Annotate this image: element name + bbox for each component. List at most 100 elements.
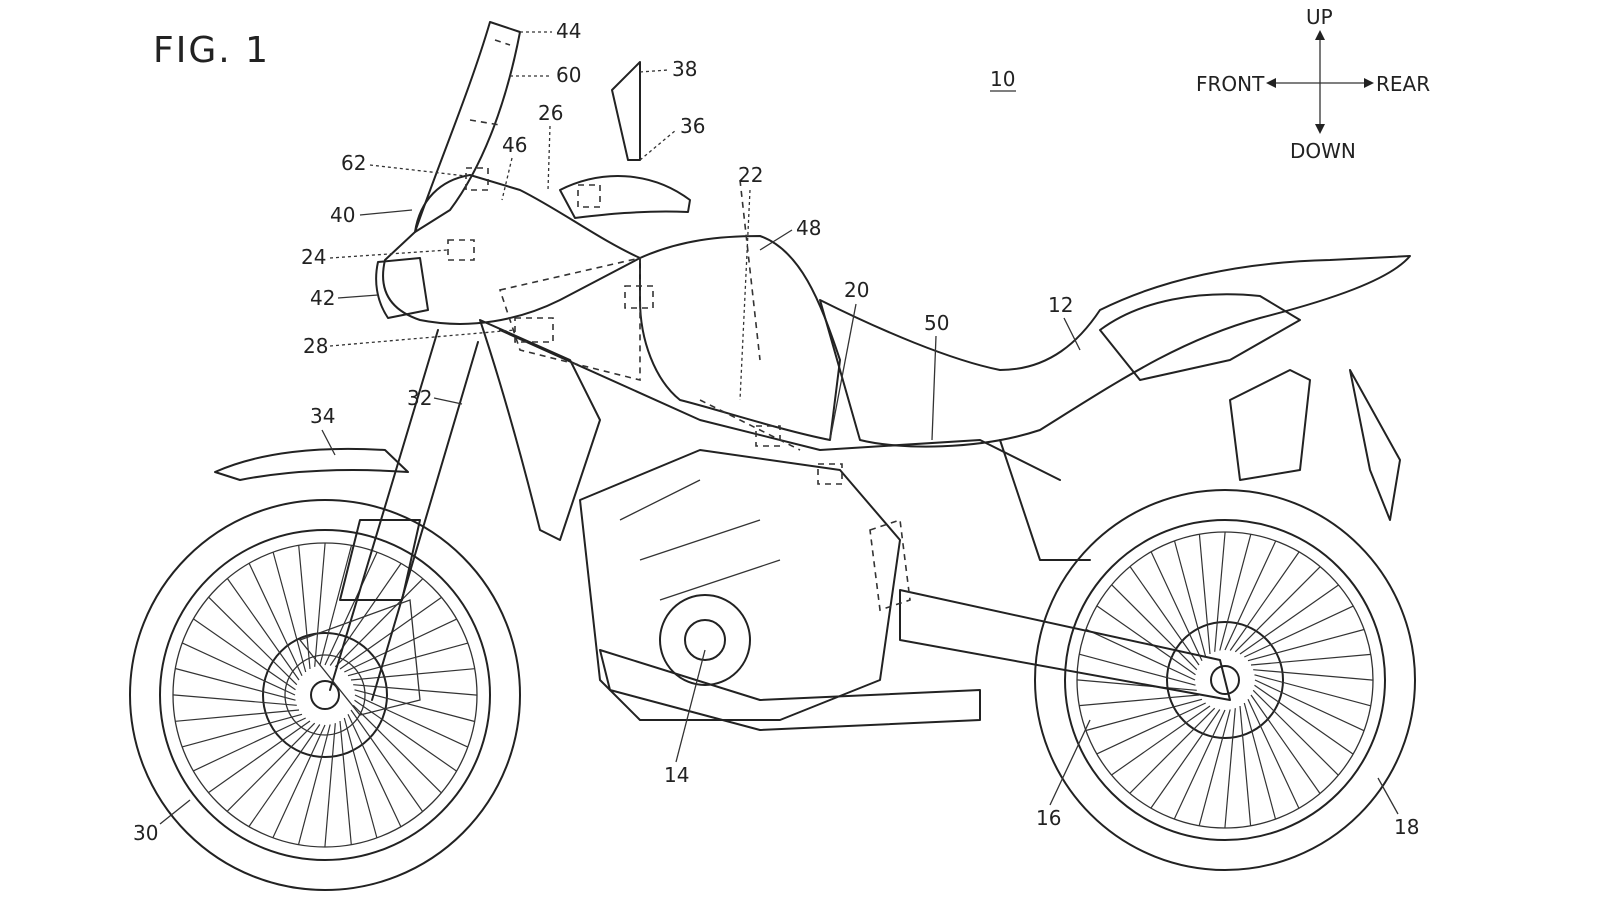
ref-34: 34 [310, 404, 335, 428]
front-cowl [382, 174, 641, 325]
ref-16: 16 [1036, 806, 1061, 830]
ref-24: 24 [301, 245, 326, 269]
rear-spoke [1252, 689, 1339, 776]
front-spoke [324, 723, 336, 848]
rear-spoke [1214, 531, 1226, 652]
engine [579, 449, 981, 731]
leader-16 [1049, 719, 1091, 806]
rear-spoke [1076, 679, 1197, 691]
swingarm [899, 589, 1231, 701]
front-disc-inner [284, 654, 366, 736]
front-spoke [193, 717, 306, 772]
front-spoke [172, 694, 297, 706]
handlebar [559, 175, 691, 219]
figure-title: FIG. 1 [153, 30, 270, 71]
front-rim [159, 529, 491, 861]
rear-sprocket [1166, 621, 1284, 739]
rear-spoke [1129, 707, 1216, 794]
orientation-compass: UP DOWN FRONT REAR [1196, 5, 1430, 163]
rear-subframe [999, 439, 1091, 561]
rear-spoke [1229, 551, 1300, 651]
leader-36 [639, 129, 677, 161]
rear-wheel [1034, 489, 1416, 871]
leader-32 [433, 397, 463, 405]
ref-14: 14 [664, 763, 689, 787]
rear-spoke [1085, 628, 1196, 681]
front-spoke [272, 724, 326, 839]
fork-leg-rear [371, 341, 479, 701]
front-spoke [354, 689, 475, 723]
front-spoke [344, 618, 457, 673]
rear-spoke [1079, 653, 1196, 686]
leader-62 [369, 164, 467, 177]
rear-spoke [1173, 709, 1226, 820]
rear-spoke [1244, 605, 1354, 658]
hidden-box-50 [869, 518, 911, 612]
fuel-tank [639, 235, 841, 441]
rear-spoke [1096, 702, 1206, 755]
front-spoke [319, 545, 353, 666]
ref-30: 30 [133, 821, 158, 845]
ref-42: 42 [310, 286, 335, 310]
leader-12 [1063, 317, 1081, 351]
leader-18 [1377, 777, 1399, 815]
seat [819, 255, 1411, 448]
front-spoke [347, 642, 469, 677]
front-spoke [248, 563, 303, 676]
hidden-box-36 [577, 184, 601, 208]
rear-spoke [1096, 605, 1196, 676]
leader-34 [321, 429, 336, 456]
front-wheel [129, 499, 521, 891]
front-spoke [226, 722, 316, 812]
fork-guard [339, 519, 421, 601]
engine-fins [619, 479, 781, 601]
up-arrowhead [1315, 30, 1325, 40]
front-spoke [339, 720, 352, 845]
up-label: UP [1306, 5, 1333, 29]
reference-labels: 44 60 38 26 36 62 46 22 40 48 24 42 20 5… [133, 19, 1419, 845]
hidden-box-20b [817, 463, 843, 485]
rear-spoke [1250, 653, 1371, 666]
rear-spoke [1254, 684, 1354, 755]
front-spoke [347, 714, 402, 827]
front-spoke [334, 578, 424, 668]
ref-22: 22 [738, 163, 763, 187]
ref-38: 38 [672, 57, 697, 81]
rear-spoke [1243, 702, 1277, 820]
rear-spoke [1254, 674, 1371, 707]
rear-tire-outer [1034, 489, 1416, 871]
front-axle-hub [310, 680, 340, 710]
rear-spoke [1150, 551, 1203, 661]
rear-spoke [1198, 709, 1231, 826]
leader-14 [675, 649, 706, 763]
leader-48 [759, 229, 793, 251]
front-spoke [352, 704, 442, 794]
front-spoke [208, 596, 298, 686]
front-spoke [226, 578, 300, 681]
rear-rim [1064, 519, 1386, 841]
ref-40: 40 [330, 203, 355, 227]
ref-44: 44 [556, 19, 581, 43]
leader-24 [329, 249, 449, 259]
headlight [375, 257, 429, 319]
front-spoke [181, 713, 303, 748]
ref-60: 60 [556, 63, 581, 87]
leader-28 [329, 329, 516, 347]
front-rim-inner [172, 542, 478, 848]
ref-12: 12 [1048, 293, 1073, 317]
front-spoke [297, 724, 331, 845]
front-spoke [354, 694, 469, 748]
front-spoke [248, 724, 321, 827]
rear-spoke [1085, 698, 1203, 732]
rear-spoke [1219, 534, 1252, 651]
front-spokes [172, 542, 478, 848]
pannier-rear [1229, 369, 1311, 481]
vehicle-reference-number: 10 [990, 67, 1015, 91]
hidden-box-22 [624, 285, 654, 309]
windscreen-hidden-lines [469, 39, 511, 126]
rear-spoke [1250, 694, 1321, 794]
leader-20 [829, 303, 857, 441]
front-spoke [175, 667, 296, 701]
front-spoke [350, 709, 424, 812]
